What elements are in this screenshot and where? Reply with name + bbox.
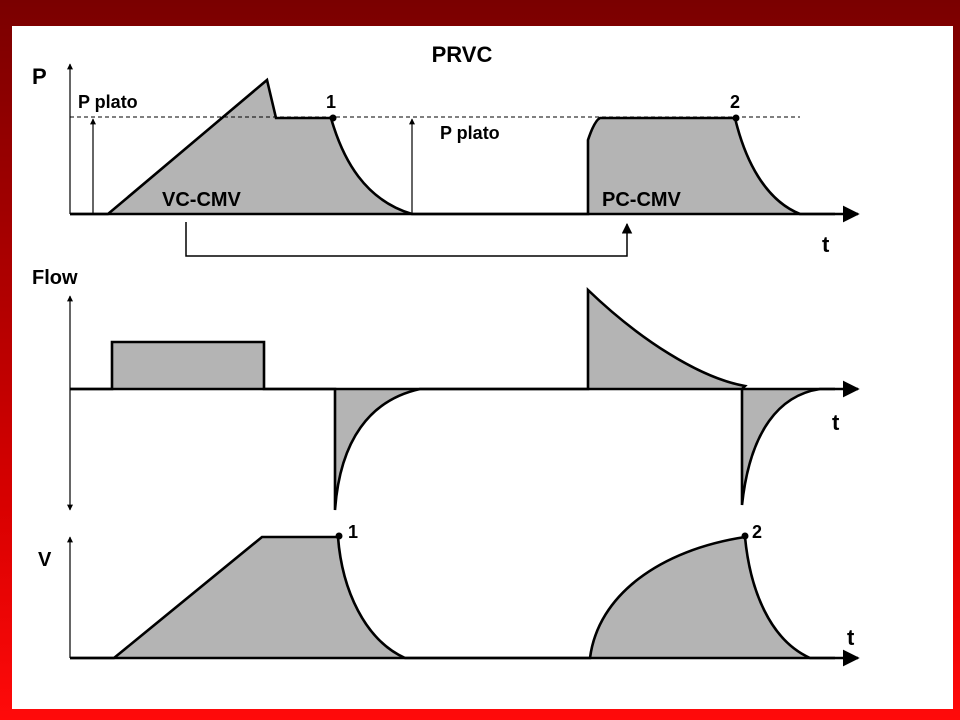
pressure-time-label: t	[822, 232, 830, 257]
mode-1-label: VC-CMV	[162, 189, 242, 211]
pressure-breath-1-point	[329, 114, 337, 122]
flow-waveform	[70, 286, 835, 511]
volume-breath-1-label: 1	[348, 522, 358, 542]
pressure-breath-1-label: 1	[326, 92, 336, 112]
mode-2-label: PC-CMV	[602, 189, 682, 211]
volume-breath-1-point	[335, 532, 343, 540]
flow-axis-label: Flow	[32, 267, 78, 289]
volume-waveform	[70, 535, 835, 660]
prvc-waveform-diagram: PRVC P P plato P plato 1 2 VC-CMV PC-CMV…	[32, 42, 860, 667]
plateau-label-mid: P plato	[440, 123, 500, 143]
volume-breath-2-label: 2	[752, 522, 762, 542]
pressure-waveform	[70, 77, 835, 216]
mode-switch-arrow	[185, 222, 633, 257]
diagram-title: PRVC	[432, 42, 493, 67]
pressure-axis-label: P	[32, 64, 47, 89]
pressure-vc-cmv-area	[108, 80, 412, 214]
pressure-breath-2-point	[732, 114, 740, 122]
flow-inspiratory-square-area	[112, 342, 264, 389]
flow-expiratory-1-area	[335, 389, 420, 510]
volume-breath-1-area	[114, 537, 405, 658]
flow-expiratory-2-area	[742, 389, 820, 505]
pressure-pc-cmv-area	[588, 118, 800, 214]
volume-breath-2-area	[590, 537, 810, 658]
pressure-breath-2-label: 2	[730, 92, 740, 112]
volume-time-label: t	[847, 625, 855, 650]
pressure-panel: P P plato P plato 1 2 VC-CMV PC-CMV t	[32, 63, 860, 257]
volume-breath-2-point	[741, 532, 749, 540]
flow-time-label: t	[832, 410, 840, 435]
plateau-label-left: P plato	[78, 92, 138, 112]
volume-axis-label: V	[38, 549, 52, 571]
flow-decelerating-area	[588, 290, 745, 389]
volume-panel: V 1 2 t	[38, 522, 860, 667]
flow-panel: Flow t	[32, 267, 860, 511]
